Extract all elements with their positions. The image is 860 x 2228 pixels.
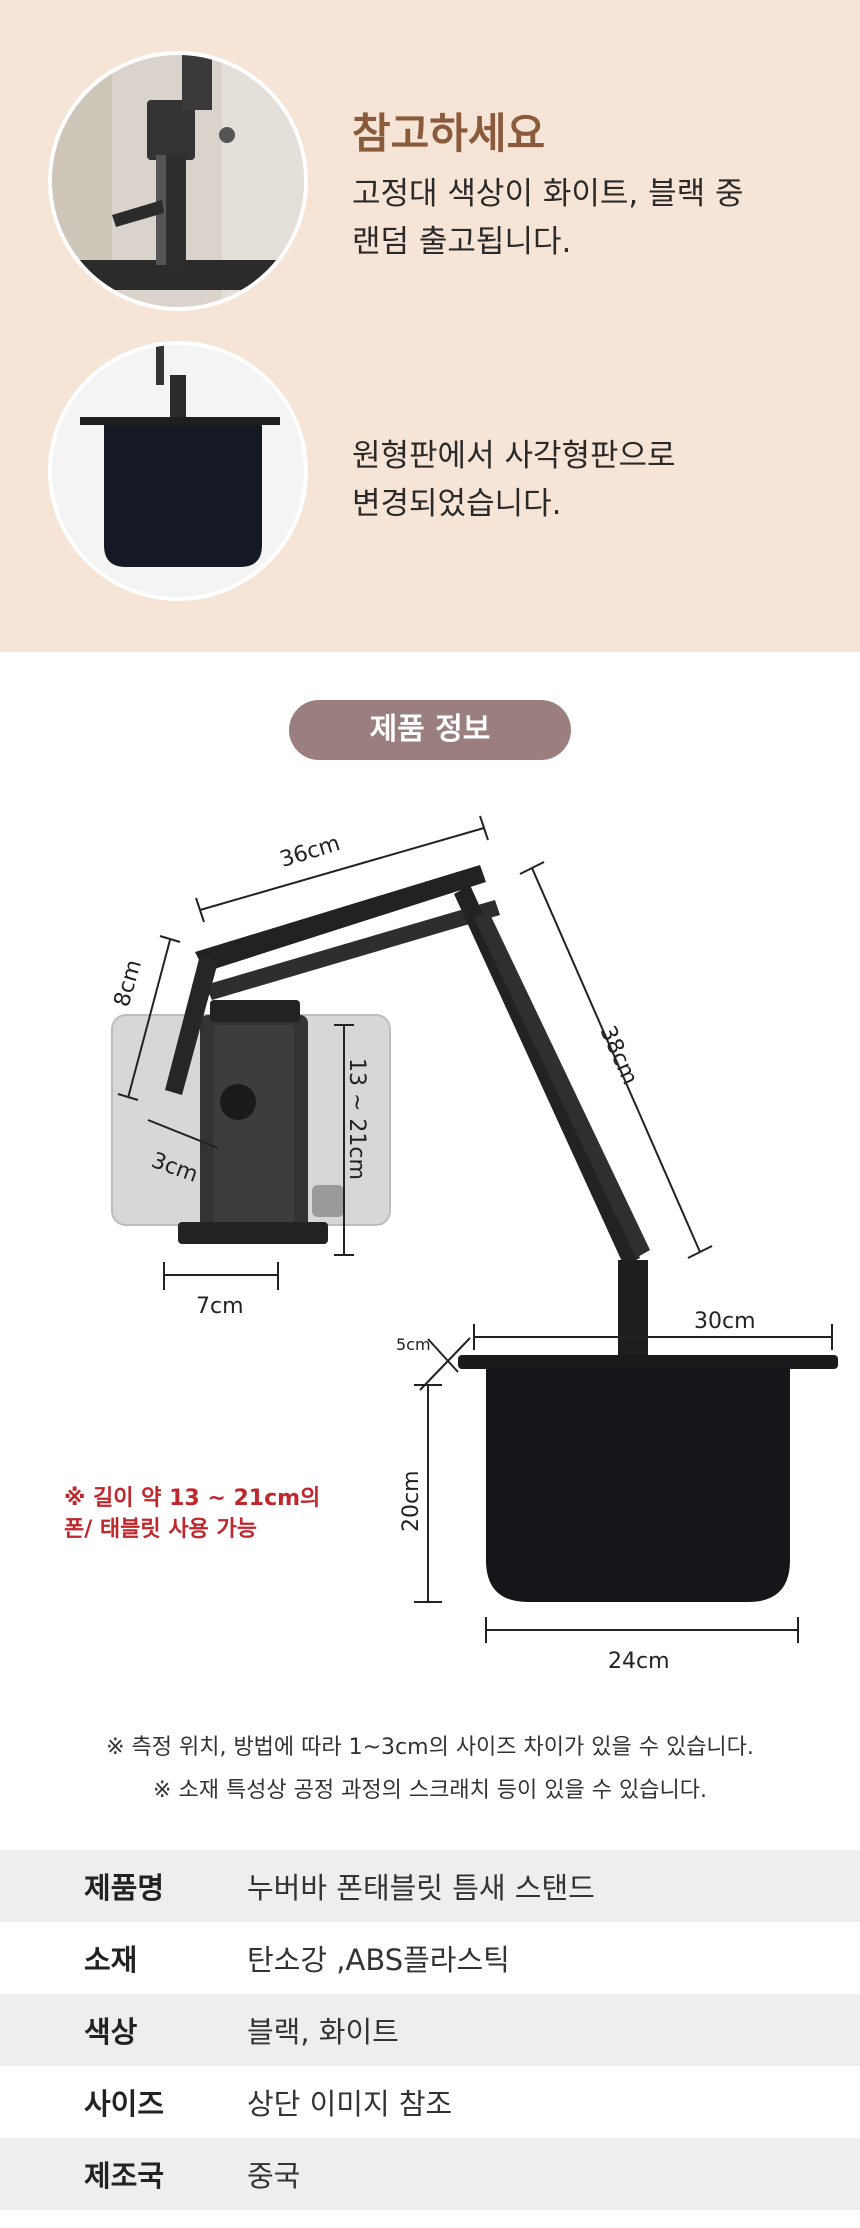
phone-range-label: 13 ~ 21cm (344, 1058, 369, 1180)
tablet-camera (312, 1185, 344, 1217)
notice-tray-line2: 변경되었습니다. (352, 486, 562, 522)
arm-length-label: 36cm (277, 831, 343, 873)
spec-value: 블랙, 화이트 (247, 2015, 399, 2049)
product-info-heading: 제품 정보 (289, 700, 571, 760)
spec-value: 중국 (247, 2159, 301, 2193)
tray-body (486, 1368, 790, 1602)
table-row: 제조국 중국 (0, 2138, 860, 2210)
notice-color-line2: 랜덤 출고됩니다. (352, 224, 572, 260)
size-warning-line1: ※ 길이 약 13 ~ 21cm의 (64, 1486, 321, 1511)
spec-label: 소재 (84, 1943, 138, 1977)
notice-color-text: 고정대 색상이 화이트, 블랙 중 랜덤 출고됩니다. (352, 170, 744, 266)
notice-tray-text: 원형판에서 사각형판으로 변경되었습니다. (352, 432, 676, 528)
spec-label: 사이즈 (84, 2087, 165, 2121)
lower-arm (454, 885, 640, 1266)
scratch-note: ※ 소재 특성상 공정 과정의 스크래치 등이 있을 수 있습니다. (153, 1778, 707, 1803)
notice-section: 참고하세요 고정대 색상이 화이트, 블랙 중 랜덤 출고됩니다. 원형판에서 … (0, 0, 860, 652)
lower-arm-length-label: 38cm (595, 1022, 643, 1088)
notice-title: 참고하세요 (352, 109, 546, 158)
support-pole (618, 1260, 648, 1360)
tray-thickness-label: 5cm (396, 1335, 431, 1354)
tray-top (458, 1355, 838, 1369)
tray-height-label: 20cm (399, 1470, 424, 1532)
clamp-width-label: 7cm (196, 1294, 244, 1319)
product-dimension-diagram: 36cm 38cm 8cm 3cm 13 ~ 21cm 7cm 5cm 30cm… (110, 815, 838, 1670)
spec-table: 제품명 누버바 폰태블릿 틈새 스탠드 소재 탄소강 ,ABS플라스틱 색상 블… (0, 1850, 860, 2210)
size-warning: ※ 길이 약 13 ~ 21cm의 폰/ 태블릿 사용 가능 (64, 1483, 320, 1545)
tray-top-width-label: 30cm (694, 1309, 756, 1334)
spec-label: 제품명 (84, 1871, 165, 1905)
table-row: 색상 블랙, 화이트 (0, 1994, 860, 2066)
table-row: 소재 탄소강 ,ABS플라스틱 (0, 1922, 860, 1994)
clamp-closeup-image (52, 55, 304, 307)
spec-value: 누버바 폰태블릿 틈새 스탠드 (247, 1871, 595, 1905)
upper-arm (195, 865, 486, 972)
table-row: 제품명 누버바 폰태블릿 틈새 스탠드 (0, 1850, 860, 1922)
ball-joint (220, 1084, 256, 1120)
tray-bottom-width-label: 24cm (608, 1649, 670, 1670)
clamp-arm-label: 8cm (110, 957, 147, 1010)
spec-label: 색상 (84, 2015, 138, 2049)
spec-value: 상단 이미지 참조 (247, 2087, 453, 2121)
size-warning-line2: 폰/ 태블릿 사용 가능 (64, 1517, 257, 1542)
tray-image (52, 345, 304, 597)
notice-color-line1: 고정대 색상이 화이트, 블랙 중 (352, 176, 744, 212)
notice-tray-line1: 원형판에서 사각형판으로 (352, 438, 676, 474)
measurement-note: ※ 측정 위치, 방법에 따라 1~3cm의 사이즈 차이가 있을 수 있습니다… (106, 1735, 754, 1760)
table-row: 사이즈 상단 이미지 참조 (0, 2066, 860, 2138)
spec-value: 탄소강 ,ABS플라스틱 (247, 1943, 510, 1977)
spec-label: 제조국 (84, 2159, 165, 2193)
